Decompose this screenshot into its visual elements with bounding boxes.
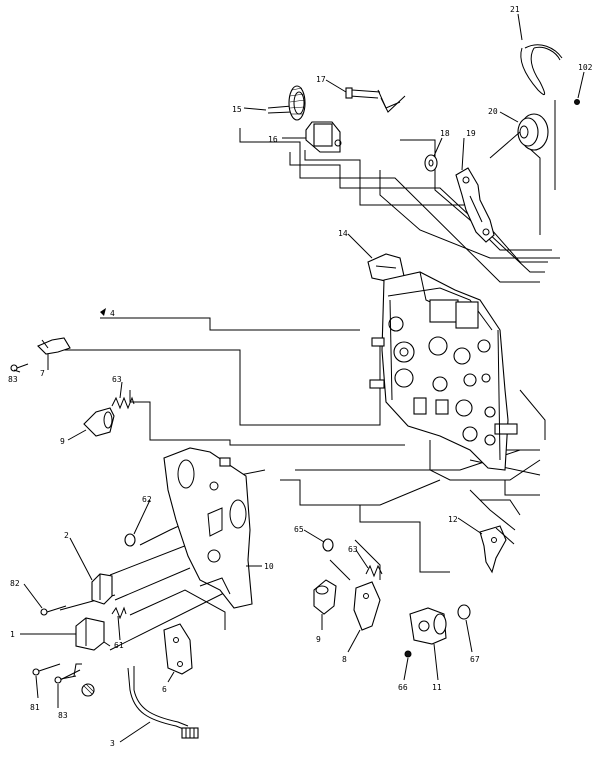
callout-4: 4 [110, 309, 115, 318]
callout-20: 20 [488, 107, 498, 116]
callout-62: 62 [142, 495, 152, 504]
callout-21: 21 [510, 5, 520, 14]
callout-63-lower: 63 [348, 545, 358, 554]
callout-17: 17 [316, 75, 326, 84]
part-1-solenoid [75, 617, 111, 651]
part-82-screw [40, 605, 67, 616]
part-63-spring-upper [111, 396, 135, 410]
part-102-ring [574, 99, 580, 105]
callout-2: 2 [64, 531, 69, 540]
part-12-lever [479, 525, 515, 574]
callout-19: 19 [466, 129, 476, 138]
part-16-clutch [305, 121, 342, 153]
part-61-spring [111, 606, 127, 620]
direction-arrow [100, 308, 106, 316]
callout-102: 102 [578, 63, 593, 72]
callout-11: 11 [432, 683, 442, 692]
callout-61: 61 [114, 641, 124, 650]
callout-leaders [13, 13, 585, 743]
part-10-side-plate [163, 447, 253, 609]
part-83-screw-upper [10, 363, 29, 372]
callout-16: 16 [268, 135, 278, 144]
callout-83-upper: 83 [8, 375, 18, 384]
part-15-gear [267, 85, 306, 121]
part-9-knob-upper [83, 407, 115, 437]
part-63-spring-lower [365, 564, 383, 578]
callout-67: 67 [470, 655, 480, 664]
callout-6: 6 [162, 685, 167, 694]
part-19-lever [455, 167, 495, 243]
callout-63-upper: 63 [112, 375, 122, 384]
callout-9-lower: 9 [316, 635, 321, 644]
part-9-knob-lower [313, 579, 337, 615]
callout-18: 18 [440, 129, 450, 138]
callout-9-upper: 9 [60, 437, 65, 446]
callout-83-lower: 83 [58, 711, 68, 720]
callout-labels: 21 17 102 15 20 16 18 19 14 4 7 83 63 9 … [8, 5, 593, 748]
main-chassis-frame [369, 271, 518, 471]
part-18-washer [424, 154, 438, 172]
part-11-assembly [409, 607, 447, 645]
callout-7: 7 [40, 369, 45, 378]
part-83-screw-lower [54, 663, 95, 697]
part-21-belt [520, 44, 563, 95]
callout-8: 8 [342, 655, 347, 664]
callout-66: 66 [398, 683, 408, 692]
part-65-ring [322, 538, 334, 552]
part-62-ring [124, 533, 136, 547]
callout-15: 15 [232, 105, 242, 114]
callout-1: 1 [10, 630, 15, 639]
callout-65: 65 [294, 525, 304, 534]
part-66-ball [404, 650, 412, 658]
part-81-screw [32, 663, 61, 676]
callout-3: 3 [110, 739, 115, 748]
part-17-shaft [345, 87, 406, 113]
part-2-solenoid [91, 573, 113, 605]
callout-14: 14 [338, 229, 348, 238]
part-8-lever [353, 581, 381, 631]
part-3-cable-harness [127, 666, 199, 739]
part-6-bracket [163, 623, 193, 675]
callout-10: 10 [264, 562, 274, 571]
callout-81: 81 [30, 703, 40, 712]
part-7-clip [37, 337, 71, 355]
part-20-pulley [489, 113, 549, 159]
callout-12: 12 [448, 515, 458, 524]
callout-82: 82 [10, 579, 20, 588]
part-67-ring [457, 604, 471, 620]
